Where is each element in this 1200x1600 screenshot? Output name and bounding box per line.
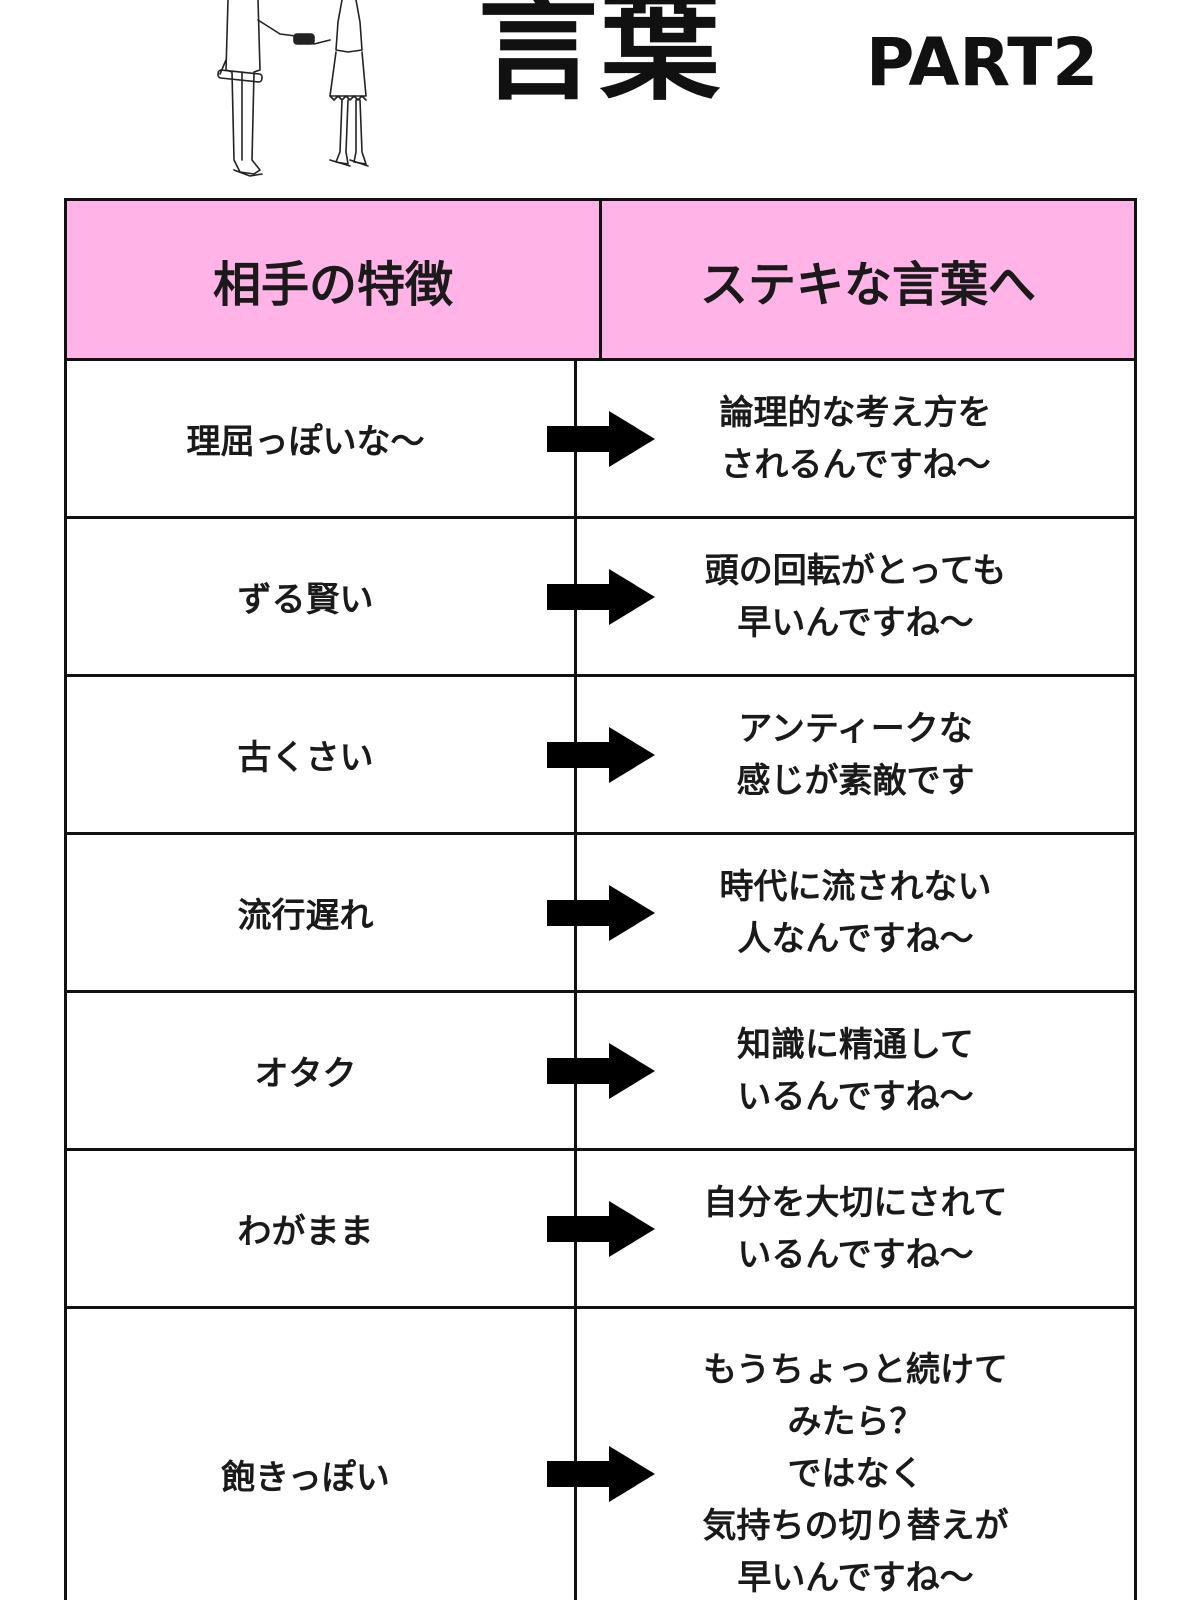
table-row: 飽きっぽい もうちょっと続けて みたら？ ではなく 気持ちの切り替えが 早いんで… <box>67 1309 1134 1600</box>
part-label: PART2 <box>866 24 1099 101</box>
right-arrow-icon <box>547 726 655 783</box>
trait-cell: わがまま <box>67 1151 577 1306</box>
table-row: わがまま 自分を大切にされて いるんですね〜 <box>67 1151 1134 1309</box>
phrase-cell: アンティークな 感じが素敵です <box>736 708 975 801</box>
table-row: ずる賢い 頭の回転がとっても 早いんですね〜 <box>67 519 1134 677</box>
trait-cell: 古くさい <box>67 677 577 832</box>
trait-cell: ずる賢い <box>67 519 577 674</box>
table-row: 流行遅れ 時代に流されない 人なんですね〜 <box>67 835 1134 993</box>
phrase-cell: 頭の回転がとっても 早いんですね〜 <box>704 550 1007 643</box>
right-arrow-icon <box>547 1042 655 1099</box>
table-row: 古くさい アンティークな 感じが素敵です <box>67 677 1134 835</box>
column-header-trait: 相手の特徴 <box>67 201 602 358</box>
trait-cell: 飽きっぽい <box>67 1309 577 1600</box>
trait-cell: オタク <box>67 993 577 1148</box>
phrase-cell: 論理的な考え方を されるんですね〜 <box>719 392 992 485</box>
table-row: オタク 知識に精通して いるんですね〜 <box>67 993 1134 1151</box>
trait-cell: 流行遅れ <box>67 835 577 990</box>
trait-cell: 理屈っぽいな〜 <box>67 361 577 516</box>
phrase-cell: もうちょっと続けて みたら？ ではなく 気持ちの切り替えが 早いんですね〜 <box>702 1350 1009 1598</box>
right-arrow-icon <box>547 410 655 467</box>
phrase-cell: 自分を大切にされて いるんですね〜 <box>703 1182 1008 1275</box>
right-arrow-icon <box>547 1446 655 1502</box>
table-header: 相手の特徴 ステキな言葉へ <box>67 201 1134 361</box>
phrase-cell: 知識に精通して いるんですね〜 <box>737 1024 974 1117</box>
right-arrow-icon <box>547 884 655 941</box>
right-arrow-icon <box>547 1200 655 1257</box>
handover-illustration <box>217 0 369 177</box>
phrase-cell: 時代に流されない 人なんですね〜 <box>719 866 992 959</box>
table-row: 理屈っぽいな〜 論理的な考え方を されるんですね〜 <box>67 361 1134 519</box>
column-header-phrase: ステキな言葉へ <box>699 256 1036 313</box>
phrase-table: 相手の特徴 ステキな言葉へ 理屈っぽいな〜 論理的な考え方を されるんですね〜 … <box>64 198 1137 1600</box>
page-title: 言葉 <box>478 0 722 117</box>
right-arrow-icon <box>547 568 655 625</box>
